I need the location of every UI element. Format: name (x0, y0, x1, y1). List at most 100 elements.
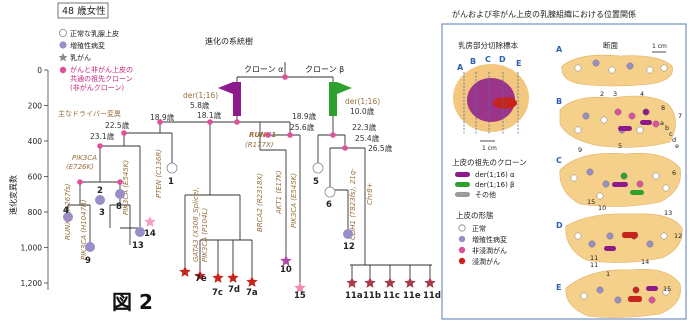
svg-text:11: 11 (590, 261, 598, 269)
age-label: 22.3歳 (352, 122, 377, 132)
leaf-8: 8 (116, 202, 122, 212)
section-label: 断面 (603, 40, 618, 50)
leaf-7e: 7e (195, 274, 207, 284)
age-label: 25.6歳 (290, 122, 315, 132)
case-label: 48 歳女性 (62, 5, 106, 17)
clone-region-bar (646, 286, 658, 291)
cross-sections (559, 54, 683, 318)
specimen-letter-c: C (485, 55, 491, 64)
ancestor-nodes (77, 74, 348, 185)
cancer-star-icon (179, 266, 191, 277)
epithelium-sample-dot (636, 180, 644, 188)
clone-region-bar (630, 190, 644, 195)
y-tick-label: 600 (28, 173, 43, 182)
gene-pten: PTEN (C136R) (155, 149, 163, 198)
epithelium-sample-dot (592, 59, 600, 67)
leaf-2: 2 (97, 186, 103, 196)
cancer-star-icon (144, 216, 156, 227)
der-alpha-flag (218, 82, 233, 94)
svg-text:11: 11 (590, 254, 598, 262)
gene-akt1: AKT1 (E17K) (275, 170, 283, 215)
leaf-7a: 7a (246, 288, 258, 298)
der-beta-bar (329, 82, 337, 116)
svg-text:14: 14 (641, 258, 649, 266)
section-letter-e: E (556, 283, 561, 292)
cancer-star-icon (212, 272, 224, 283)
leaf-14: 14 (144, 229, 156, 239)
cancer-star-icon (294, 282, 306, 293)
svg-text:7: 7 (678, 112, 682, 120)
gene-runx1-mid-sub: (R177X) (245, 141, 274, 149)
epithelium-sample-dot (586, 168, 594, 176)
case-label-box (57, 2, 109, 19)
gene-labels: PIK3CA (E726K) PTEN (C136R) PIK3CA (E545… (64, 131, 374, 262)
legend-ancestor-3: (非がんクローン) (70, 83, 124, 92)
legend-ancestor-2: 共通の祖先クローン (70, 74, 133, 83)
gene-pik3ca-e545k-mid: PIK3CA (E545K) (290, 173, 298, 228)
legend-normal: 正常な乳腺上皮 (70, 29, 119, 38)
svg-text:12: 12 (674, 232, 682, 240)
cancer-star-icon (227, 272, 239, 283)
section-letter-a: A (556, 45, 563, 54)
leaf-10: 10 (280, 265, 292, 275)
leaf-11e: 11e (403, 291, 421, 301)
epithelium-sample-dot (614, 296, 622, 304)
gene-gata3-2: PIK3CA (P104L) (201, 208, 209, 262)
epithelium-sample-dot (646, 66, 654, 74)
leaf-1: 1 (168, 177, 174, 187)
epithelium-sample-dot (662, 288, 670, 296)
leaf-7d: 7d (228, 285, 240, 295)
der-beta-label-1: der(1;16) (345, 97, 380, 106)
epithelium-sample-dot (600, 116, 608, 124)
svg-text:d: d (672, 136, 676, 144)
leaf-9: 9 (85, 256, 91, 266)
leaf-15: 15 (294, 291, 306, 301)
proliferative-lesion-icon (59, 41, 67, 49)
epithelium-sample-dot (602, 180, 610, 188)
epithelium-sample-dot (614, 108, 622, 116)
leaf-7c: 7c (212, 288, 223, 298)
clone-beta-label: クローン β (305, 65, 344, 74)
leaf-13: 13 (132, 241, 144, 251)
leaf-labels: 1 2 3 4 5 6 7a 7c 7d 7e 8 9 10 11a 11b 1… (63, 177, 441, 301)
morph-legend: 上皮の形態 正常 増殖性病変 非浸潤がん 浸潤がん (456, 210, 507, 266)
leaf-6: 6 (326, 200, 332, 210)
leaf-5: 5 (313, 177, 319, 187)
clone-region-bar (622, 232, 638, 238)
epithelium-sample-dot (574, 126, 582, 134)
leaf-3: 3 (99, 208, 105, 218)
specimen-letter-a: A (457, 63, 464, 72)
gene-gata3: GATA3 (X308_Splice), (192, 187, 200, 262)
epithelium-sample-dot (580, 292, 588, 300)
section-scale: 1 cm (652, 43, 667, 50)
epithelium-sample-dot (662, 184, 670, 192)
clone-legend-alpha: der(1;16) α (475, 171, 515, 179)
morph-legend-title: 上皮の形態 (456, 210, 494, 220)
der-beta-flag (337, 82, 352, 94)
epithelium-sample-dot (570, 174, 578, 182)
svg-text:e: e (675, 142, 679, 150)
normal-epithelium-icon (59, 28, 68, 37)
figure-label: 図 2 (112, 290, 153, 314)
cancer-star-icon (246, 276, 258, 287)
leaf-11a: 11a (345, 291, 363, 301)
svg-text:15: 15 (663, 285, 671, 293)
age-label: 25.4歳 (355, 133, 380, 143)
clone-legend: 上皮の祖先のクローン der(1;16) α der(1;16) β その他 (452, 157, 527, 199)
ancestor-clone-icon (59, 66, 67, 74)
gene-pik3ca-e726k-sub: (E726K) (66, 163, 94, 171)
section-numbers: 2 3 4 8 a b c d e 7 5 9 6 15 10 13 12 11… (578, 90, 682, 293)
section-letters: A B C D E (556, 45, 563, 292)
morph-legend-normal: 正常 (472, 224, 486, 233)
leaf-normal (166, 162, 336, 198)
epithelium-sample-dot (596, 192, 604, 200)
svg-text:a: a (660, 119, 664, 127)
svg-text:8: 8 (661, 104, 665, 112)
leaf-proliferative (63, 189, 353, 252)
specimen-scale: 1 cm (482, 145, 497, 152)
y-tick-label: 1,200 (21, 279, 43, 288)
epithelium-sample-dot (574, 232, 582, 240)
svg-text:6: 6 (672, 169, 676, 177)
svg-text:5: 5 (618, 142, 622, 150)
